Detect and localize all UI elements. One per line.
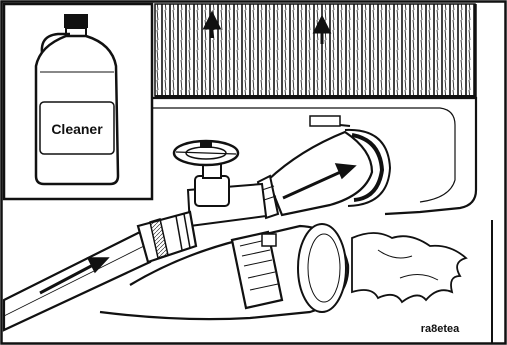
cleaner-inset: Cleaner [4, 4, 152, 199]
radiator-core [155, 4, 475, 96]
figure-code: ra8etea [421, 323, 460, 335]
bottle-label-text: Cleaner [51, 121, 103, 137]
